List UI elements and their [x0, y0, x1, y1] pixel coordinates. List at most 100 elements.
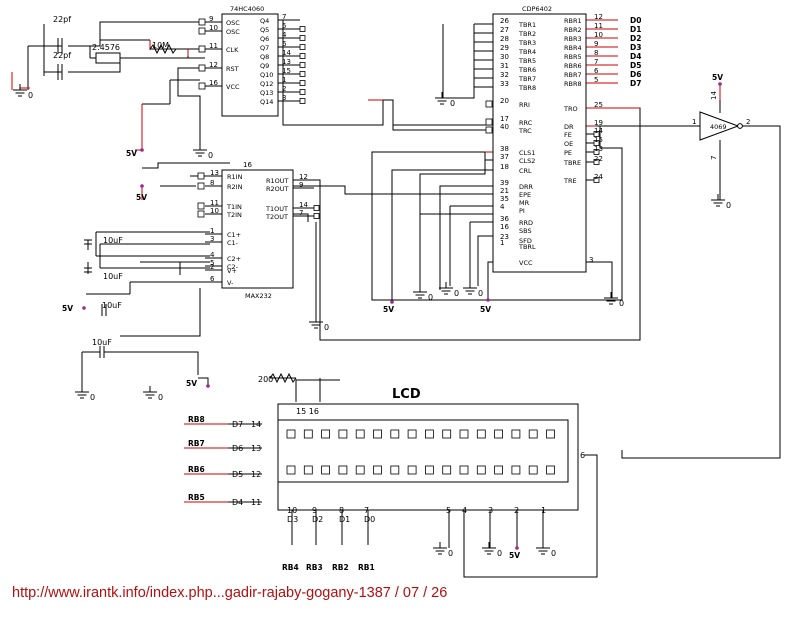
pin-name: TBR6: [518, 66, 536, 74]
pin-name: OE: [564, 140, 573, 148]
cap-10uf-4: 10uF: [92, 338, 120, 358]
svg-text:16: 16: [243, 161, 252, 169]
lcd-cell: [355, 429, 365, 439]
crystal: 2.4576: [92, 43, 121, 64]
svg-text:LCD: LCD: [392, 387, 421, 402]
pin-name: OSC: [226, 19, 240, 27]
net-label-rb: RB6: [188, 465, 205, 474]
lcd-pin-number: 14: [251, 420, 261, 429]
pin-pad: [485, 118, 493, 126]
lcd-pin-number: 2: [514, 506, 519, 515]
pin-pad: [593, 159, 600, 165]
pin-name: VCC: [519, 259, 533, 267]
lcd-cell: [373, 465, 382, 475]
pin-name: TRO: [563, 105, 578, 113]
lcd-pin-number: 9: [312, 506, 317, 515]
pin-name: DRR: [519, 183, 534, 191]
net-label-d: D2: [630, 34, 641, 43]
ground-symbol: [143, 386, 157, 399]
pin-name: Q10: [260, 71, 273, 79]
pin-number: 4: [282, 31, 287, 39]
supply-label: 5V: [509, 551, 520, 560]
pin-number: 20: [500, 97, 509, 105]
pin-name: RRD: [519, 219, 533, 227]
pin-number: 23: [500, 233, 509, 241]
pin-number: 7: [299, 209, 303, 217]
pin-pad: [593, 131, 600, 137]
lcd-cell: [286, 429, 296, 439]
cap-10uf-2: 10uF: [84, 267, 123, 281]
ground-symbol: [463, 282, 477, 295]
lcd-cell: [407, 429, 417, 439]
supply-dot: [486, 298, 490, 302]
lcd-cell: [338, 465, 348, 475]
pin-number: 10: [594, 31, 603, 39]
net-label-rb: RB4: [282, 563, 299, 572]
supply-dot: [718, 82, 722, 86]
pin-pad: [198, 82, 206, 90]
pin-name: Q5: [260, 26, 269, 34]
net-label-d: D1: [630, 25, 641, 34]
pin-name: TBR7: [518, 75, 536, 83]
lcd-cell: [390, 429, 400, 439]
supply-dot: [140, 148, 144, 152]
pin-number: 1: [282, 76, 286, 84]
pin-name: R1IN: [227, 173, 243, 181]
cap-22pf-top: 22pf: [53, 15, 71, 54]
pin-number: 15: [282, 67, 291, 75]
ground-symbol: [711, 194, 725, 207]
pin-name: MR: [519, 199, 530, 207]
pin-number: 10: [209, 24, 218, 32]
pin-name: T1OUT: [265, 205, 288, 213]
pin-number: 3: [210, 235, 214, 243]
pin-pad: [593, 140, 600, 146]
pin-number: 40: [500, 123, 509, 131]
pin-pad: [593, 177, 600, 183]
pin-number: 6: [210, 275, 215, 283]
pin-name: Q8: [260, 53, 269, 61]
pin-number: 10: [210, 207, 219, 215]
svg-text:10M: 10M: [152, 41, 169, 50]
supply-dot: [82, 306, 86, 310]
pin-name: FE: [564, 131, 572, 139]
lcd-cell: [528, 465, 538, 475]
pin-number: 16: [500, 223, 509, 231]
pin-number: 24: [594, 173, 603, 181]
pin-name: RBR3: [564, 35, 582, 43]
pin-pad: [299, 89, 306, 95]
net-label-rb: RB3: [306, 563, 323, 572]
pin-name: RBR1: [564, 17, 582, 25]
net-label-d: D7: [630, 79, 641, 88]
pin-number: 14: [594, 127, 603, 135]
pin-pad: [299, 62, 306, 68]
net-label-rb: RB1: [358, 563, 375, 572]
svg-text:22pf: 22pf: [53, 15, 71, 24]
pin-name: C1-: [227, 239, 239, 247]
pin-number: 11: [594, 22, 603, 30]
ground-label: 0: [454, 289, 459, 298]
pin-name: RBR2: [564, 26, 582, 34]
pin-pad: [299, 26, 306, 32]
pin-pad: [198, 64, 206, 72]
pin-name: CLK: [226, 46, 239, 54]
pin-number: 33: [500, 80, 509, 88]
pin-name: DR: [564, 123, 574, 131]
ground-label: 0: [28, 91, 33, 100]
pin-name: RBR6: [564, 62, 582, 70]
net-label-d: D3: [630, 43, 641, 52]
lcd-pin-name: D2: [312, 515, 323, 524]
pin-number: 31: [500, 62, 509, 70]
cap-10uf-3: 10uF: [101, 301, 122, 316]
ground-symbol: [309, 316, 323, 329]
lcd-cell: [424, 429, 434, 439]
lcd-cell: [321, 429, 331, 439]
svg-text:4069: 4069: [710, 123, 727, 131]
pin-number: 4: [500, 203, 505, 211]
pin-number: 13: [210, 169, 219, 177]
svg-text:6: 6: [580, 451, 585, 460]
lcd-pin-name: D4: [232, 498, 243, 507]
